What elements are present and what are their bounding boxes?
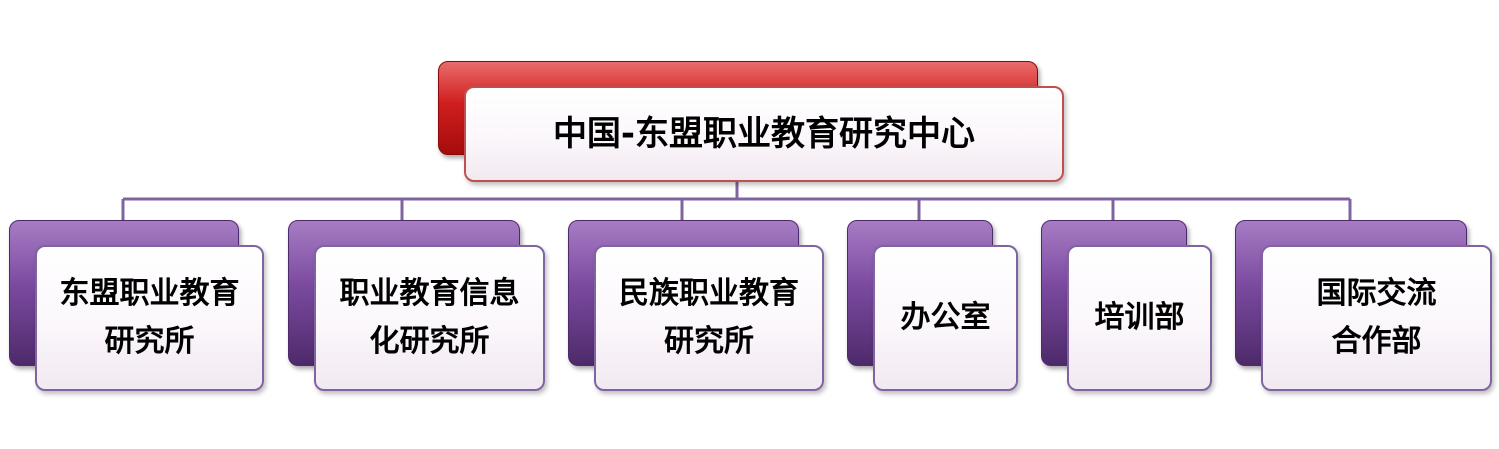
child-node-3: 民族职业教育 研究所 — [568, 220, 824, 391]
child-node-5-card: 培训部 — [1067, 245, 1212, 391]
child-node-6-label: 国际交流 合作部 — [1316, 276, 1437, 359]
child-node-3-card: 民族职业教育 研究所 — [594, 245, 824, 391]
child-node-3-label: 民族职业教育 研究所 — [619, 276, 799, 359]
child-node-1-card: 东盟职业教育 研究所 — [35, 245, 264, 391]
child-node-2-card: 职业教育信息 化研究所 — [314, 245, 545, 391]
root-node-label: 中国-东盟职业教育研究中心 — [552, 114, 976, 154]
child-node-1: 东盟职业教育 研究所 — [9, 220, 264, 391]
child-node-5-label: 培训部 — [1094, 300, 1185, 335]
child-node-2: 职业教育信息 化研究所 — [288, 220, 545, 391]
child-node-6: 国际交流 合作部 — [1235, 220, 1492, 391]
root-node-card: 中国-东盟职业教育研究中心 — [464, 86, 1064, 182]
child-node-2-label: 职业教育信息 化研究所 — [339, 276, 520, 359]
child-node-1-label: 东盟职业教育 研究所 — [59, 276, 240, 359]
child-node-4-card: 办公室 — [873, 245, 1018, 391]
child-node-5: 培训部 — [1041, 220, 1212, 391]
child-node-4: 办公室 — [847, 220, 1018, 391]
child-node-6-card: 国际交流 合作部 — [1261, 245, 1492, 391]
root-node: 中国-东盟职业教育研究中心 — [438, 61, 1064, 182]
child-node-4-label: 办公室 — [900, 300, 991, 335]
